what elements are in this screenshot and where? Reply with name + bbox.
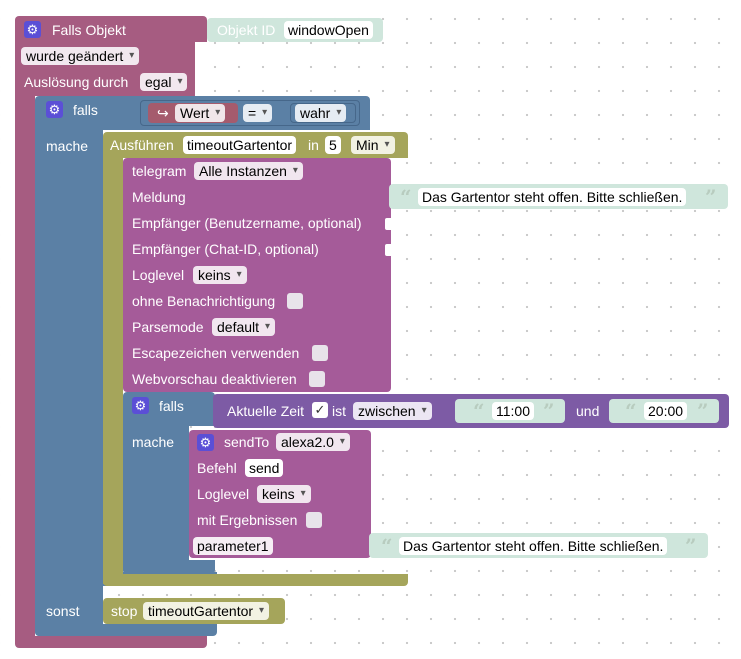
webpreview-checkbox[interactable] — [309, 371, 325, 387]
stop-name-dropdown[interactable]: timeoutGartentor — [143, 602, 270, 620]
timeout-block-arm[interactable] — [103, 158, 123, 584]
timeout-block-bottom[interactable] — [103, 574, 408, 586]
end-time-field[interactable]: 20:00 — [644, 402, 688, 420]
quote-close-icon: ” — [543, 399, 555, 423]
escape-label: Escapezeichen verwenden — [132, 345, 300, 361]
results-label: mit Ergebnissen — [197, 512, 298, 528]
gear-icon[interactable]: ⚙ — [24, 21, 41, 38]
object-id-label: Objekt ID — [217, 22, 276, 38]
bool-dropdown[interactable]: wahr — [295, 104, 347, 122]
recipient-user-label: Empfänger (Benutzername, optional) — [132, 215, 362, 231]
trigger-block-bottom[interactable] — [15, 636, 207, 648]
object-id-value[interactable]: windowOpen — [284, 21, 373, 39]
if-block-end[interactable] — [35, 624, 217, 636]
time-is-label: ist — [332, 403, 346, 419]
message-text-field[interactable]: Das Gartentor steht offen. Bitte schließ… — [418, 188, 687, 206]
results-checkbox[interactable] — [306, 512, 322, 528]
time-label: Aktuelle Zeit — [227, 403, 305, 419]
sendto-label: sendTo — [224, 434, 270, 450]
telegram-label: telegram — [132, 163, 187, 179]
quote-close-icon: ” — [705, 185, 717, 209]
quote-open-icon: “ — [625, 399, 637, 423]
and-label: und — [576, 403, 600, 419]
loglevel-dropdown[interactable]: keins — [193, 266, 247, 284]
no-notification-label: ohne Benachrichtigung — [132, 293, 276, 309]
stop-label: stop — [111, 603, 138, 619]
recipient-chat-socket[interactable] — [385, 244, 391, 256]
message-label: Meldung — [132, 189, 186, 205]
operator-dropdown[interactable]: = — [243, 104, 273, 122]
inner-if-block-bottom[interactable] — [123, 560, 215, 574]
command-label: Befehl — [197, 460, 237, 476]
return-arrow-icon: ↪ — [157, 105, 169, 121]
loglevel-label: Loglevel — [132, 267, 185, 283]
if-label: falls — [73, 102, 98, 118]
change-mode-dropdown[interactable]: wurde geändert — [21, 47, 140, 65]
start-time-field[interactable]: 11:00 — [492, 402, 534, 420]
command-field[interactable]: send — [245, 459, 284, 477]
timeout-in-label: in — [308, 137, 319, 153]
else-label: sonst — [46, 603, 80, 619]
param-text-field[interactable]: Das Gartentor steht offen. Bitte schließ… — [399, 537, 668, 555]
gear-icon[interactable]: ⚙ — [132, 397, 149, 414]
parsemode-dropdown[interactable]: default — [212, 318, 276, 336]
quote-close-icon: ” — [697, 399, 709, 423]
time-checkbox[interactable]: ✓ — [312, 402, 328, 418]
telegram-block[interactable] — [123, 158, 391, 392]
gear-icon[interactable]: ⚙ — [46, 101, 63, 118]
value-dropdown[interactable]: Wert — [175, 104, 226, 122]
quote-open-icon: “ — [400, 185, 412, 209]
timeout-unit-dropdown[interactable]: Min — [351, 136, 395, 154]
trigger-block[interactable] — [15, 16, 207, 42]
if-block-arm[interactable] — [35, 130, 103, 636]
gear-icon[interactable]: ⚙ — [197, 434, 214, 451]
do-label: mache — [46, 138, 89, 154]
trigger-value-dropdown[interactable]: egal — [140, 73, 188, 91]
trigger-label: Auslösung durch — [24, 74, 129, 90]
timeout-label: Ausführen — [110, 137, 174, 153]
inner-do-label: mache — [132, 434, 175, 450]
recipient-chat-label: Empfänger (Chat-ID, optional) — [132, 241, 319, 257]
quote-open-icon: “ — [381, 534, 393, 558]
quote-open-icon: “ — [473, 399, 485, 423]
telegram-instance-dropdown[interactable]: Alle Instanzen — [194, 162, 303, 180]
inner-if-label: falls — [159, 398, 184, 414]
recipient-user-socket[interactable] — [385, 218, 391, 230]
param-name-field[interactable]: parameter1 — [193, 537, 273, 555]
timeout-name-field[interactable]: timeoutGartentor — [183, 136, 297, 154]
webpreview-label: Webvorschau deaktivieren — [132, 371, 297, 387]
escape-checkbox[interactable] — [312, 345, 328, 361]
parsemode-label: Parsemode — [132, 319, 204, 335]
trigger-title: Falls Objekt — [52, 22, 126, 38]
sendto-loglevel-label: Loglevel — [197, 486, 250, 502]
timeout-amount-field[interactable]: 5 — [325, 136, 341, 154]
inner-if-block-arm[interactable] — [123, 426, 189, 574]
sendto-loglevel-dropdown[interactable]: keins — [257, 485, 311, 503]
no-notification-checkbox[interactable] — [287, 293, 303, 309]
trigger-block-left-arm[interactable] — [15, 96, 35, 644]
sendto-instance-dropdown[interactable]: alexa2.0 — [276, 433, 350, 451]
time-range-dropdown[interactable]: zwischen — [353, 402, 432, 420]
quote-close-icon: ” — [685, 534, 697, 558]
